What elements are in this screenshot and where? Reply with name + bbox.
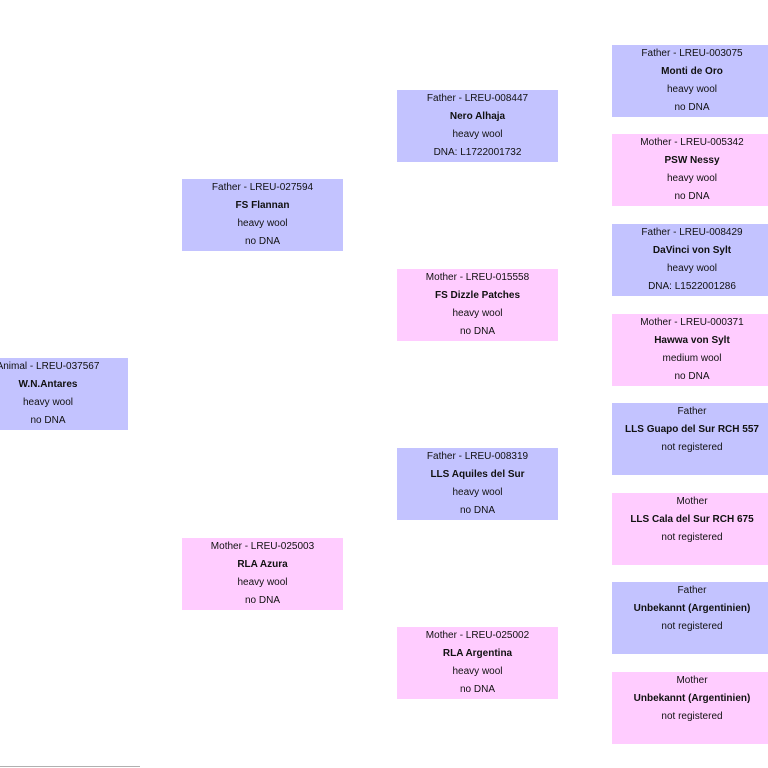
node-name: RLA Azura: [237, 559, 288, 570]
pedigree-node-paternal-grandfather[interactable]: Father - LREU-008447 Nero Alhaja heavy w…: [397, 90, 558, 162]
node-name: FS Dizzle Patches: [434, 290, 521, 301]
node-dna: no DNA: [459, 684, 495, 695]
pedigree-node-maternal-grandfather[interactable]: Father - LREU-008319 LLS Aquiles del Sur…: [397, 448, 558, 520]
node-name: LLS Cala del Sur RCH 675: [630, 514, 754, 525]
node-wool: heavy wool: [452, 129, 503, 140]
node-wool: heavy wool: [452, 487, 503, 498]
node-wool: heavy wool: [666, 84, 718, 95]
node-role: Father: [677, 585, 707, 596]
node-role: Mother - LREU-025003: [210, 541, 315, 552]
node-dna: no DNA: [244, 236, 280, 247]
pedigree-node-maternal-grandmother[interactable]: Mother - LREU-025002 RLA Argentina heavy…: [397, 627, 558, 699]
node-dna: no DNA: [30, 415, 66, 426]
node-wool: not registered: [661, 532, 723, 543]
node-role: Mother - LREU-015558: [425, 272, 530, 283]
node-name: Unbekannt (Argentinien): [633, 603, 751, 614]
node-dna: no DNA: [459, 505, 495, 516]
pedigree-node-animal[interactable]: Animal - LREU-037567 W.N.Antares heavy w…: [0, 358, 128, 430]
node-role: Mother - LREU-000371: [640, 317, 744, 328]
node-wool: heavy wool: [452, 666, 503, 677]
pedigree-node-mf-father[interactable]: Father LLS Guapo del Sur RCH 557 not reg…: [612, 403, 768, 475]
node-name: Unbekannt (Argentinien): [633, 693, 751, 704]
node-role: Father - LREU-027594: [211, 182, 314, 193]
node-wool: not registered: [661, 621, 723, 632]
node-dna: DNA: L1522001286: [648, 281, 736, 292]
node-role: Animal - LREU-037567: [0, 361, 100, 372]
node-name: Hawwa von Sylt: [654, 335, 730, 346]
node-name: FS Flannan: [235, 200, 290, 211]
node-name: PSW Nessy: [664, 155, 720, 166]
node-wool: not registered: [661, 442, 723, 453]
node-role: Mother - LREU-025002: [425, 630, 530, 641]
pedigree-node-ff-mother[interactable]: Mother - LREU-005342 PSW Nessy heavy woo…: [612, 134, 768, 206]
node-role: Mother - LREU-005342: [640, 137, 744, 148]
node-wool: heavy wool: [22, 397, 74, 408]
node-name: LLS Aquiles del Sur: [430, 469, 525, 480]
node-wool: heavy wool: [666, 263, 718, 274]
node-wool: heavy wool: [666, 173, 718, 184]
node-name: LLS Guapo del Sur RCH 557: [625, 424, 759, 435]
bottom-divider: [0, 766, 140, 767]
node-role: Mother: [676, 675, 708, 686]
pedigree-node-ff-father[interactable]: Father - LREU-003075 Monti de Oro heavy …: [612, 45, 768, 117]
pedigree-node-fm-father[interactable]: Father - LREU-008429 DaVinci von Sylt he…: [612, 224, 768, 296]
pedigree-node-mm-mother[interactable]: Mother Unbekannt (Argentinien) not regis…: [612, 672, 768, 744]
pedigree-node-paternal-grandmother[interactable]: Mother - LREU-015558 FS Dizzle Patches h…: [397, 269, 558, 341]
node-name: RLA Argentina: [442, 648, 513, 659]
node-name: Monti de Oro: [661, 66, 723, 77]
pedigree-node-fm-mother[interactable]: Mother - LREU-000371 Hawwa von Sylt medi…: [612, 314, 768, 386]
node-role: Father - LREU-008319: [426, 451, 529, 462]
node-name: DaVinci von Sylt: [652, 245, 732, 256]
pedigree-node-mother[interactable]: Mother - LREU-025003 RLA Azura heavy woo…: [182, 538, 343, 610]
node-wool: heavy wool: [452, 308, 503, 319]
node-wool: not registered: [661, 711, 723, 722]
node-role: Father - LREU-008429: [641, 227, 743, 238]
node-wool: heavy wool: [237, 577, 288, 588]
node-wool: medium wool: [662, 353, 722, 364]
node-role: Father: [677, 406, 707, 417]
pedigree-node-father[interactable]: Father - LREU-027594 FS Flannan heavy wo…: [182, 179, 343, 251]
node-wool: heavy wool: [237, 218, 288, 229]
pedigree-node-mm-father[interactable]: Father Unbekannt (Argentinien) not regis…: [612, 582, 768, 654]
node-role: Father - LREU-003075: [641, 48, 743, 59]
node-dna: no DNA: [674, 191, 710, 202]
node-dna: no DNA: [674, 102, 710, 113]
node-dna: no DNA: [674, 371, 710, 382]
node-role: Father - LREU-008447: [426, 93, 529, 104]
node-dna: DNA: L1722001732: [433, 147, 522, 158]
node-dna: no DNA: [459, 326, 495, 337]
node-dna: no DNA: [244, 595, 280, 606]
pedigree-node-mf-mother[interactable]: Mother LLS Cala del Sur RCH 675 not regi…: [612, 493, 768, 565]
node-name: Nero Alhaja: [449, 111, 506, 122]
node-role: Mother: [676, 496, 708, 507]
node-name: W.N.Antares: [18, 379, 78, 390]
